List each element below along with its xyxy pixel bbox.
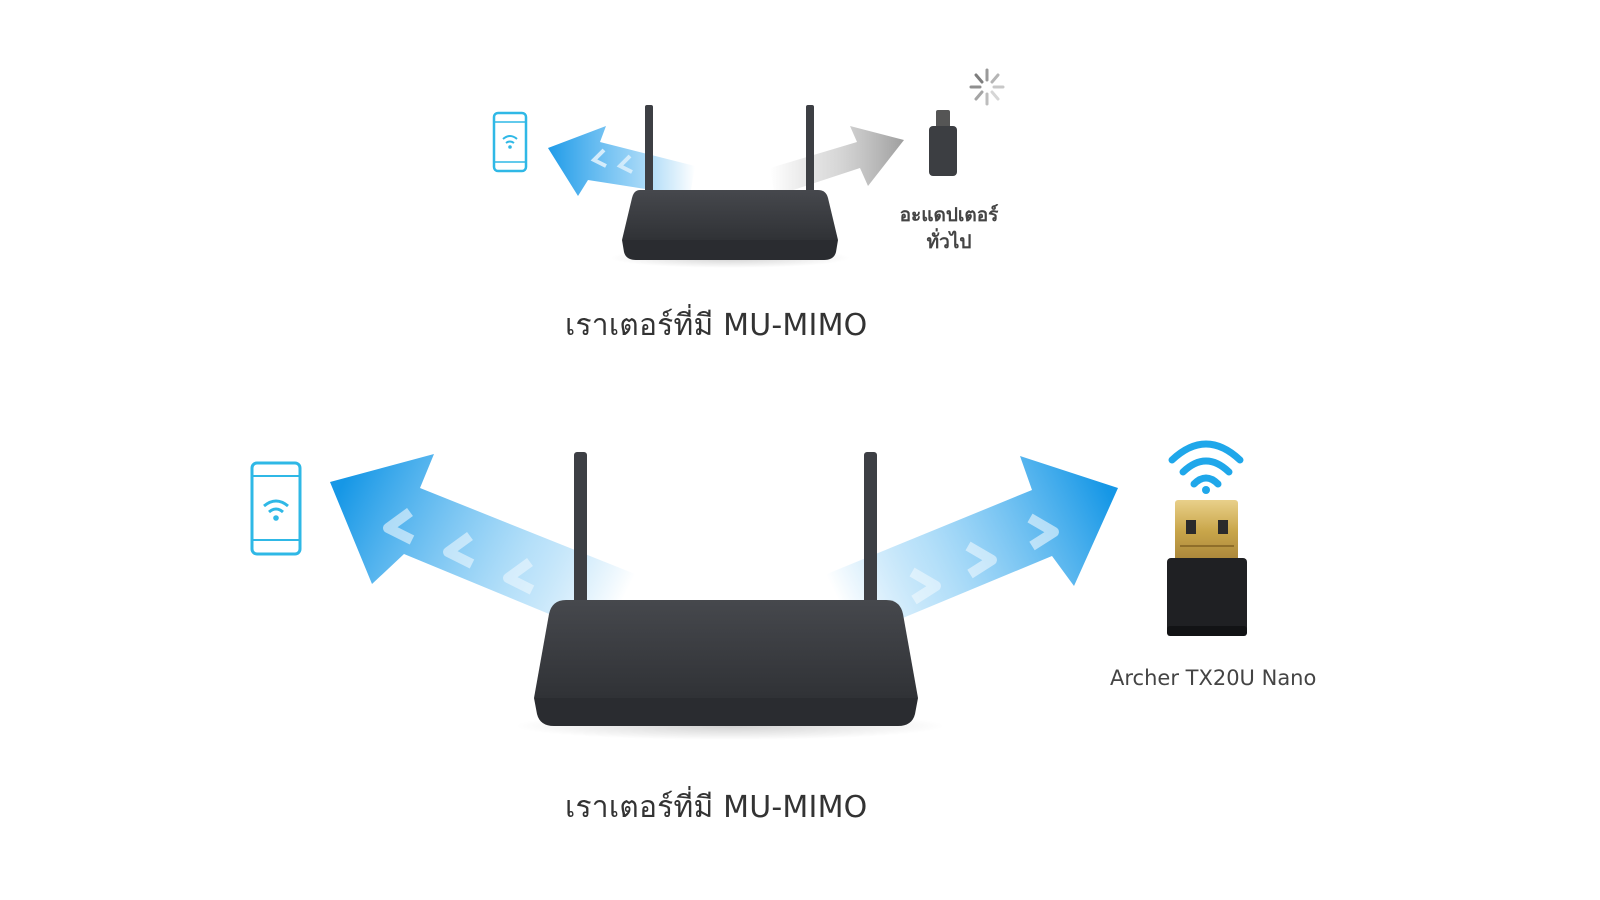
top-panel [492,68,1005,268]
signal-beam-right-top [770,126,904,196]
generic-adapter-label-line2: ทั่วไป [926,231,972,253]
top-caption: เราเตอร์ที่มี MU-MIMO [565,308,868,343]
signal-beam-right-bottom [822,456,1118,640]
router-icon [610,105,850,268]
smartphone-wifi-icon [250,461,302,556]
nano-adapter-label: Archer TX20U Nano [1110,666,1317,690]
signal-beam-left-bottom [330,454,640,640]
wifi-signal-icon [1168,440,1244,494]
generic-adapter-label: อะแดปเตอร์ ทั่วไป [884,202,1014,256]
bottom-caption: เราเตอร์ที่มี MU-MIMO [565,790,868,825]
generic-adapter-label-line1: อะแดปเตอร์ [899,204,999,226]
usb-nano-adapter-icon [1167,500,1247,636]
loading-spinner-icon [969,68,1005,106]
smartphone-wifi-icon [492,111,528,173]
bottom-panel [250,440,1247,740]
router-icon [515,452,945,740]
signal-beam-left-top [548,126,695,196]
usb-adapter-icon [929,110,957,176]
